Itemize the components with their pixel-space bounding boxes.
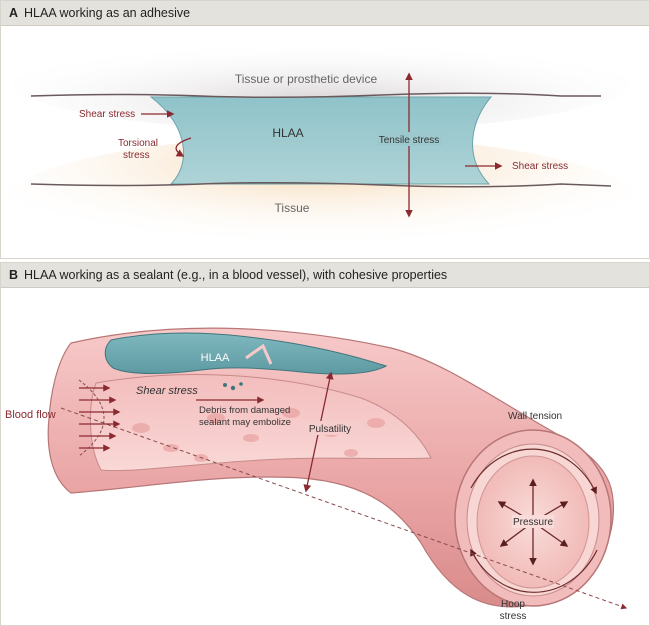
pulsatility-label: Pulsatility <box>309 424 351 435</box>
top-tissue-label: Tissue or prosthetic device <box>235 72 378 86</box>
torsional-stress-arrow <box>175 137 192 157</box>
debris-label-1: Debris from damaged <box>199 405 290 416</box>
bottom-tissue-label: Tissue <box>275 201 310 215</box>
top-surface-line <box>30 92 601 99</box>
debris-label-2: sealant may embolize <box>199 417 291 428</box>
shear-stress-label: Shear stress <box>136 385 198 397</box>
adhesive-diagram: Tissue or prosthetic device HLAA Tissue … <box>1 31 641 258</box>
panel-a-title: HLAA working as an adhesive <box>24 6 191 20</box>
hoop-stress-arrow-bottom <box>470 548 598 593</box>
sealant-diagram: Pressure Blood flow HLAA Shear stress De… <box>5 327 628 622</box>
blood-flow-label: Blood flow <box>5 409 56 421</box>
hlaa-label: HLAA <box>272 126 303 140</box>
panel-b-title: HLAA working as a sealant (e.g., in a bl… <box>24 268 448 282</box>
shear-stress-left-label: Shear stress <box>79 109 135 120</box>
panel-a: A HLAA working as an adhesive <box>0 0 650 259</box>
hoop-stress-label-1: Hoop <box>501 599 525 610</box>
panel-b-header: B HLAA working as a sealant (e.g., in a … <box>1 263 649 288</box>
torsional-stress-label-2: stress <box>123 150 150 161</box>
panel-b-letter: B <box>9 268 19 282</box>
wall-tension-label: Wall tension <box>508 411 562 422</box>
hoop-stress-arrow-top <box>470 448 597 495</box>
panel-a-header: A HLAA working as an adhesive <box>1 1 649 26</box>
flow-centerline <box>60 407 628 610</box>
panel-a-letter: A <box>9 6 19 20</box>
blood-flow-arrows <box>79 384 121 452</box>
sealant-crack <box>245 343 273 365</box>
torsional-stress-label-1: Torsional <box>118 138 158 149</box>
panel-b: B HLAA working as a sealant (e.g., in a … <box>0 262 650 626</box>
bottom-surface-line <box>30 181 612 188</box>
debris-particles <box>223 382 243 391</box>
pressure-label: Pressure <box>513 517 553 528</box>
shear-stress-right-label: Shear stress <box>512 161 568 172</box>
hlaa-sealant-label: HLAA <box>201 352 230 364</box>
tensile-stress-label: Tensile stress <box>379 135 440 146</box>
velocity-profile <box>78 379 105 457</box>
hoop-stress-label-2: stress <box>500 611 527 622</box>
